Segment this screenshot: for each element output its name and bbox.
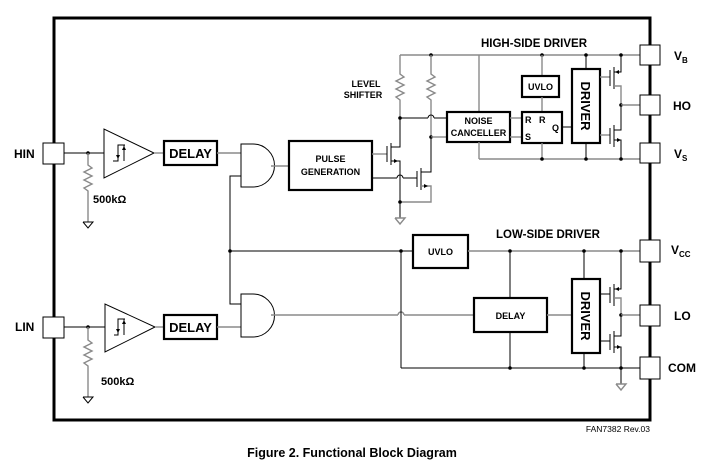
pin-vs[interactable]	[639, 142, 661, 164]
lin-resistor-value: 500kΩ	[101, 376, 134, 388]
pin-hin-label: HIN	[14, 147, 35, 161]
ground-icon	[615, 383, 628, 392]
hin-resistor-value: 500kΩ	[93, 194, 126, 206]
lin-schmitt-trigger	[104, 303, 157, 353]
pin-ho[interactable]	[639, 94, 661, 116]
pin-vb-label: VB	[674, 49, 688, 65]
latch-s: S	[525, 132, 531, 142]
level-shifter: PULSE GENERATION LEVEL SHIFTER	[287, 53, 640, 226]
pin-lo-label: LO	[674, 309, 691, 323]
revision-label: FAN7382 Rev.03	[586, 424, 650, 434]
high-side-driver-label: DRIVER	[578, 81, 593, 131]
noise-canceller-label-2: CANCELLER	[451, 128, 507, 138]
noise-canceller-block	[445, 110, 512, 144]
pulse-generation-label-1: PULSE	[315, 154, 345, 164]
latch-q: Q	[552, 123, 559, 133]
hin-schmitt-trigger	[103, 128, 156, 179]
low-side-driver-label: DRIVER	[578, 291, 593, 341]
high-side-driver-title: HIGH-SIDE DRIVER	[481, 38, 588, 50]
pin-vcc-label: VCC	[671, 243, 691, 259]
latch-r2: R	[539, 115, 546, 125]
low-side-delay-label: DELAY	[496, 311, 526, 321]
lin-delay-block	[162, 313, 219, 341]
lin-input-path: LIN 500kΩ DELAY	[15, 249, 474, 404]
pin-ho-label: HO	[673, 99, 691, 113]
low-side-driver-title: LOW-SIDE DRIVER	[496, 229, 601, 241]
low-side-uvlo-label: UVLO	[428, 247, 453, 257]
low-side-driver-block	[570, 277, 602, 355]
pin-hin[interactable]	[42, 142, 65, 165]
hin-and-gate	[240, 143, 275, 188]
pin-vs-label: VS	[674, 147, 688, 163]
noise-canceller-label-1: NOISE	[464, 116, 492, 126]
hin-input-path: HIN 500kΩ DELAY	[14, 128, 289, 251]
low-side-driver: LOW-SIDE DRIVER UVLO DELAY DRIVER	[399, 229, 640, 392]
high-side-driver: HIGH-SIDE DRIVER NOISE CANCELLER UVLO R …	[445, 38, 640, 161]
pin-vb[interactable]	[639, 44, 661, 66]
ic-boundary	[52, 16, 652, 422]
hin-pulldown-resistor	[82, 153, 95, 229]
pin-lin-label: LIN	[15, 320, 34, 334]
pin-com[interactable]	[639, 356, 661, 380]
latch-r1: R	[525, 115, 532, 125]
high-side-uvlo-label: UVLO	[528, 82, 553, 92]
ground-icon	[394, 217, 407, 226]
level-shifter-label-1: LEVEL	[351, 79, 381, 89]
hin-delay-label: DELAY	[169, 146, 212, 161]
level-shifter-label-2: SHIFTER	[344, 90, 383, 100]
low-side-uvlo-block	[411, 233, 470, 270]
pulse-generation-label-2: GENERATION	[301, 167, 360, 177]
pin-vcc[interactable]	[639, 239, 661, 263]
high-side-uvlo-block	[520, 74, 561, 99]
low-side-delay-block	[472, 296, 549, 334]
pin-com-label: COM	[668, 361, 696, 375]
lin-delay-label: DELAY	[169, 320, 212, 335]
lin-and-gate	[240, 293, 275, 338]
figure-caption: Figure 2. Functional Block Diagram	[247, 446, 457, 460]
rs-latch-block	[520, 110, 564, 145]
lin-pulldown-resistor	[82, 327, 95, 404]
pin-lin[interactable]	[42, 316, 65, 339]
pulse-generation-block	[287, 139, 374, 192]
pin-lo[interactable]	[639, 304, 661, 327]
